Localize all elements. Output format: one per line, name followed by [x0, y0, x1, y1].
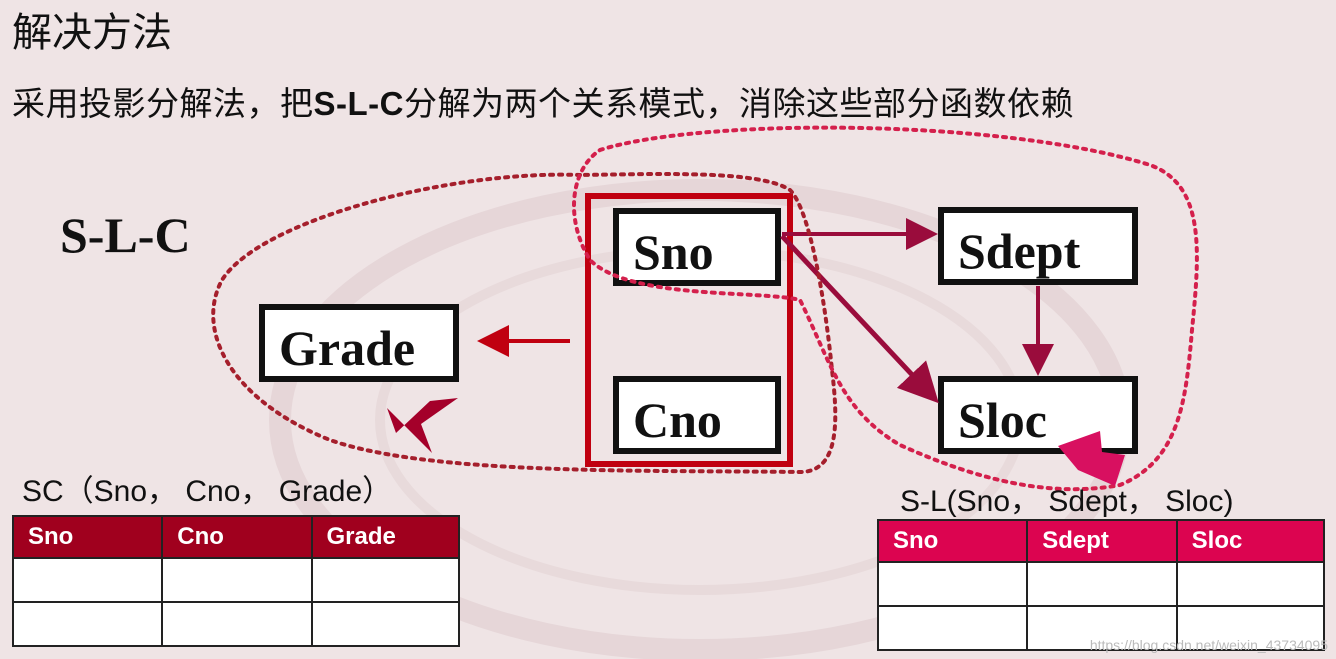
- block-arrow-left: [387, 398, 458, 453]
- table-cell: [161, 601, 313, 647]
- attr-label-cno: Cno: [633, 392, 722, 448]
- attr-box-cno: Cno: [613, 376, 781, 454]
- attr-box-grade: Grade: [259, 304, 459, 382]
- subtitle-after: 分解为两个关系模式，消除这些部分函数依赖: [403, 84, 1074, 123]
- subtitle: 采用投影分解法，把S-L-C分解为两个关系模式，消除这些部分函数依赖: [12, 80, 1074, 128]
- column-header: Sno: [11, 515, 164, 559]
- column-header: Sno: [876, 519, 1029, 563]
- column-header: Sdept: [1026, 519, 1178, 563]
- block-arrow-right: [1058, 431, 1125, 486]
- column-header: Cno: [161, 515, 313, 559]
- table-cell: [1026, 605, 1178, 651]
- table-cell: [310, 601, 461, 647]
- subtitle-before: 采用投影分解法，把: [12, 84, 314, 123]
- table-cell: [876, 561, 1029, 607]
- table-row: [876, 561, 1326, 607]
- subtitle-bold: S-L-C: [313, 85, 404, 122]
- right-relation-table: Sno Sdept Sloc: [876, 519, 1326, 651]
- table-cell: [876, 605, 1029, 651]
- page-title: 解决方法: [12, 10, 172, 56]
- column-header: Grade: [310, 515, 461, 559]
- attr-label-sloc: Sloc: [958, 392, 1047, 448]
- attr-box-sno: Sno: [613, 208, 781, 286]
- table-header-row: Sno Cno Grade: [11, 515, 461, 559]
- table-cell: [161, 557, 313, 603]
- left-relation-table: Sno Cno Grade: [11, 515, 461, 647]
- table-row: [11, 557, 461, 603]
- composite-key-box: [585, 193, 793, 467]
- table-cell: [11, 557, 164, 603]
- table-row: [11, 601, 461, 647]
- column-header: Sloc: [1175, 519, 1326, 563]
- dotted-outline-sl: [572, 125, 1199, 492]
- source-url-watermark: https://blog.csdn.net/weixin_43734095: [1089, 637, 1328, 653]
- left-relation-label: SC（Sno， Cno， Grade）: [22, 475, 393, 508]
- table-cell: [1175, 561, 1326, 607]
- table-cell: [310, 557, 461, 603]
- attr-box-sdept: Sdept: [938, 207, 1138, 285]
- table-header-row: Sno Sdept Sloc: [876, 519, 1326, 563]
- table-cell: [1026, 561, 1178, 607]
- table-cell: [1175, 605, 1326, 651]
- attr-label-sno: Sno: [633, 224, 714, 280]
- attr-box-sloc: Sloc: [938, 376, 1138, 454]
- table-cell: [11, 601, 164, 647]
- table-row: [876, 605, 1326, 651]
- right-relation-label: S-L(Sno， Sdept， Sloc): [900, 485, 1234, 518]
- arrow-sno-to-sloc: [780, 234, 939, 404]
- schema-name: S-L-C: [60, 207, 191, 263]
- attr-label-grade: Grade: [279, 320, 416, 376]
- attr-label-sdept: Sdept: [958, 223, 1081, 279]
- dotted-outline-sc: [211, 172, 838, 475]
